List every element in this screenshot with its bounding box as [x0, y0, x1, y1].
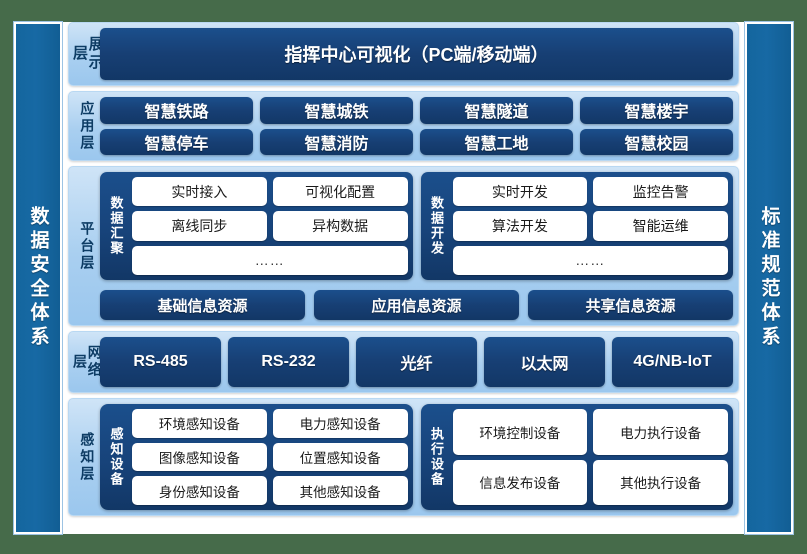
- chip-power-sensor[interactable]: 电力感知设备: [272, 409, 408, 438]
- chip-power-actuator[interactable]: 电力执行设备: [593, 409, 728, 455]
- actuator-row-2: 信息发布设备 其他执行设备: [452, 459, 728, 505]
- app-chip-smart-campus[interactable]: 智慧校园: [580, 128, 733, 155]
- app-chip-smart-railway[interactable]: 智慧铁路: [100, 97, 253, 124]
- layer-perception-label: 感知层: [79, 431, 96, 483]
- actuator-row-1: 环境控制设备 电力执行设备: [452, 409, 728, 455]
- group-sensing-devices-title-box: 感知设备: [105, 409, 127, 505]
- resource-chip-basic-information[interactable]: 基础信息资源: [100, 290, 305, 320]
- chip-other-actuator[interactable]: 其他执行设备: [593, 459, 728, 505]
- layer-perception-label-box: 感知层: [74, 404, 100, 510]
- data-development-row-3: ……: [452, 245, 728, 275]
- layer-stack: 展示层 指挥中心可视化（PC端/移动端） 应用层 智慧铁路 智慧城铁 智慧隧道 …: [62, 22, 745, 534]
- data-aggregation-row-1: 实时接入 可视化配置: [132, 177, 408, 207]
- chip-monitoring-alarm[interactable]: 监控告警: [593, 177, 728, 207]
- app-chip-smart-urban-rail[interactable]: 智慧城铁: [260, 97, 413, 124]
- architecture-diagram: 数据安全体系 展示层 指挥中心可视化（PC端/移动端） 应用层 智慧铁路 智慧城…: [14, 22, 793, 534]
- app-chip-smart-firefighting[interactable]: 智慧消防: [260, 128, 413, 155]
- group-actuator-devices-grid: 环境控制设备 电力执行设备 信息发布设备 其他执行设备: [452, 409, 728, 505]
- layer-perception-body: 感知设备 环境感知设备 电力感知设备 图像感知设备 位置感知设备: [100, 404, 733, 510]
- chip-other-sensor[interactable]: 其他感知设备: [272, 476, 408, 506]
- layer-presentation: 展示层 指挥中心可视化（PC端/移动端）: [68, 22, 739, 86]
- sensing-row-1: 环境感知设备 电力感知设备: [132, 409, 408, 438]
- resource-chip-shared-information[interactable]: 共享信息资源: [528, 290, 733, 320]
- layer-presentation-body: 指挥中心可视化（PC端/移动端）: [100, 28, 733, 80]
- layer-network-body: RS-485 RS-232 光纤 以太网 4G/NB-IoT: [100, 337, 733, 387]
- chip-environment-control[interactable]: 环境控制设备: [452, 409, 588, 455]
- group-actuator-devices-title: 执行设备: [429, 427, 444, 487]
- group-sensing-devices-title: 感知设备: [108, 427, 124, 487]
- network-chip-fiber[interactable]: 光纤: [356, 337, 477, 387]
- group-actuator-devices-title-box: 执行设备: [426, 409, 448, 505]
- perception-group-row: 感知设备 环境感知设备 电力感知设备 图像感知设备 位置感知设备: [100, 404, 733, 510]
- data-aggregation-row-2: 离线同步 异构数据: [132, 211, 408, 241]
- left-pillar-label: 数据安全体系: [27, 206, 49, 350]
- right-pillar-standards: 标准规范体系: [745, 22, 793, 534]
- resource-chip-application-information[interactable]: 应用信息资源: [314, 290, 519, 320]
- data-development-row-1: 实时开发 监控告警: [452, 177, 728, 207]
- group-data-development-grid: 实时开发 监控告警 算法开发 智能运维 ……: [452, 177, 728, 275]
- layer-presentation-label-box: 展示层: [71, 28, 104, 80]
- group-data-aggregation-title-box: 数据汇聚: [105, 177, 127, 275]
- group-data-aggregation-grid: 实时接入 可视化配置 离线同步 异构数据 ……: [132, 177, 408, 275]
- chip-intelligent-ops[interactable]: 智能运维: [593, 211, 728, 241]
- chip-data-development-more[interactable]: ……: [452, 245, 728, 275]
- layer-perception: 感知层 感知设备 环境感知设备 电力感知设备: [68, 398, 739, 516]
- group-data-development: 数据开发 实时开发 监控告警 算法开发 智能运维: [420, 172, 733, 280]
- layer-platform-label-box: 平台层: [74, 172, 100, 320]
- chip-environment-sensor[interactable]: 环境感知设备: [132, 409, 267, 438]
- presentation-banner[interactable]: 指挥中心可视化（PC端/移动端）: [100, 28, 733, 80]
- application-row-1: 智慧铁路 智慧城铁 智慧隧道 智慧楼宇: [100, 97, 733, 124]
- layer-network-label: 网络层: [72, 345, 103, 379]
- network-row: RS-485 RS-232 光纤 以太网 4G/NB-IoT: [100, 337, 733, 387]
- layer-platform: 平台层 数据汇聚 实时接入 可视化配置: [68, 166, 739, 326]
- app-chip-smart-building[interactable]: 智慧楼宇: [580, 97, 733, 124]
- application-row-2: 智慧停车 智慧消防 智慧工地 智慧校园: [100, 128, 733, 155]
- group-data-development-title-box: 数据开发: [426, 177, 448, 275]
- chip-heterogeneous-data[interactable]: 异构数据: [272, 211, 408, 241]
- left-pillar-data-security: 数据安全体系: [14, 22, 62, 534]
- chip-location-sensor[interactable]: 位置感知设备: [272, 442, 408, 472]
- platform-group-row: 数据汇聚 实时接入 可视化配置 离线同步 异构数据: [100, 172, 733, 280]
- network-chip-rs485[interactable]: RS-485: [100, 337, 221, 387]
- chip-realtime-development[interactable]: 实时开发: [452, 177, 588, 207]
- chip-data-aggregation-more[interactable]: ……: [132, 245, 408, 275]
- right-pillar-label: 标准规范体系: [758, 206, 780, 350]
- chip-information-release[interactable]: 信息发布设备: [452, 459, 588, 505]
- layer-application: 应用层 智慧铁路 智慧城铁 智慧隧道 智慧楼宇 智慧停车 智慧消防 智慧工地 智…: [68, 91, 739, 161]
- layer-network-label-box: 网络层: [72, 337, 103, 387]
- data-development-row-2: 算法开发 智能运维: [452, 211, 728, 241]
- group-sensing-devices: 感知设备 环境感知设备 电力感知设备 图像感知设备 位置感知设备: [100, 404, 413, 510]
- app-chip-smart-parking[interactable]: 智慧停车: [100, 128, 253, 155]
- sensing-row-2: 图像感知设备 位置感知设备: [132, 442, 408, 472]
- chip-algorithm-development[interactable]: 算法开发: [452, 211, 588, 241]
- platform-resource-row: 基础信息资源 应用信息资源 共享信息资源: [100, 290, 733, 320]
- network-chip-ethernet[interactable]: 以太网: [484, 337, 605, 387]
- app-chip-smart-construction-site[interactable]: 智慧工地: [420, 128, 573, 155]
- layer-application-body: 智慧铁路 智慧城铁 智慧隧道 智慧楼宇 智慧停车 智慧消防 智慧工地 智慧校园: [100, 97, 733, 155]
- data-aggregation-row-3: ……: [132, 245, 408, 275]
- layer-platform-label: 平台层: [79, 220, 96, 272]
- chip-visual-config[interactable]: 可视化配置: [272, 177, 408, 207]
- chip-offline-sync[interactable]: 离线同步: [132, 211, 267, 241]
- group-actuator-devices: 执行设备 环境控制设备 电力执行设备 信息发布设备 其他执行设备: [420, 404, 733, 510]
- chip-image-sensor[interactable]: 图像感知设备: [132, 442, 267, 472]
- sensing-row-3: 身份感知设备 其他感知设备: [132, 476, 408, 506]
- app-chip-smart-tunnel[interactable]: 智慧隧道: [420, 97, 573, 124]
- layer-application-label: 应用层: [79, 100, 96, 152]
- network-chip-rs232[interactable]: RS-232: [228, 337, 349, 387]
- layer-application-label-box: 应用层: [74, 97, 100, 155]
- group-data-development-title: 数据开发: [429, 196, 444, 256]
- layer-presentation-label: 展示层: [71, 36, 104, 72]
- chip-realtime-ingest[interactable]: 实时接入: [132, 177, 267, 207]
- chip-identity-sensor[interactable]: 身份感知设备: [132, 476, 267, 506]
- network-chip-4g-nbiot[interactable]: 4G/NB-IoT: [612, 337, 733, 387]
- group-sensing-devices-grid: 环境感知设备 电力感知设备 图像感知设备 位置感知设备 身份感知设备 其他感知设…: [132, 409, 408, 506]
- layer-network: 网络层 RS-485 RS-232 光纤 以太网 4G/NB-IoT: [68, 331, 739, 393]
- group-data-aggregation: 数据汇聚 实时接入 可视化配置 离线同步 异构数据: [100, 172, 413, 280]
- layer-platform-body: 数据汇聚 实时接入 可视化配置 离线同步 异构数据: [100, 172, 733, 320]
- group-data-aggregation-title: 数据汇聚: [108, 196, 124, 256]
